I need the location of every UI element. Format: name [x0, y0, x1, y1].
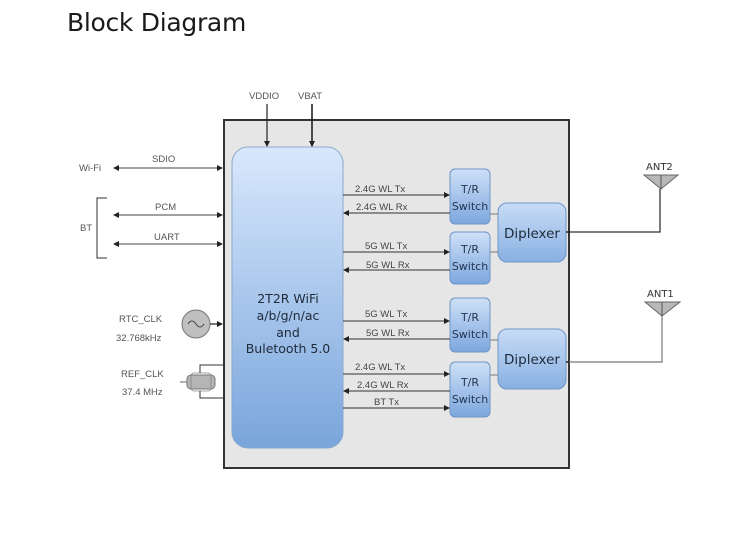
svg-text:Switch: Switch: [452, 328, 488, 341]
sig-2g-tx-2-label: 2.4G WL Tx: [355, 362, 405, 373]
ant1-label: ANT1: [647, 289, 674, 300]
sig-bt-tx-label: BT Tx: [374, 397, 399, 408]
bt-label: BT: [80, 223, 92, 234]
svg-text:Switch: Switch: [452, 260, 488, 273]
vbat-label: VBAT: [298, 91, 322, 102]
bt-bracket: [96, 197, 107, 259]
vddio-label: VDDIO: [249, 91, 279, 102]
ant1-feed: [569, 315, 663, 363]
svg-text:Switch: Switch: [452, 200, 488, 213]
oscillator-icon: [181, 309, 211, 339]
ref-clk-wire: [199, 364, 224, 399]
ant2-feed: [569, 189, 661, 233]
wifi-label: Wi-Fi: [79, 163, 101, 174]
svg-text:Diplexer: Diplexer: [504, 352, 560, 368]
diplexer-1: Diplexer: [497, 202, 567, 263]
tr-switch-1: T/R Switch: [449, 168, 491, 225]
diplexer-2: Diplexer: [497, 328, 567, 390]
sig-5g-rx-1-label: 5G WL Rx: [366, 260, 410, 271]
chip-label-line2: a/b/g/n/ac: [257, 308, 320, 323]
ant1-antenna-icon: [643, 301, 682, 317]
rtc-clk-name: RTC_CLK: [119, 314, 163, 325]
chip-label-line4: Buletooth 5.0: [246, 341, 331, 356]
svg-text:T/R: T/R: [460, 376, 479, 389]
svg-text:T/R: T/R: [460, 243, 479, 256]
svg-text:T/R: T/R: [460, 183, 479, 196]
tr-switch-3: T/R Switch: [449, 297, 491, 353]
pcm-label: PCM: [155, 202, 176, 213]
svg-text:T/R: T/R: [460, 311, 479, 324]
crystal-icon: [180, 372, 216, 392]
ref-clk-freq: 37.4 MHz: [122, 387, 163, 398]
sig-2g-rx-2-label: 2.4G WL Rx: [357, 380, 409, 391]
svg-text:Switch: Switch: [452, 393, 488, 406]
ant2-antenna-icon: [642, 174, 680, 190]
tr-switch-4: T/R Switch: [449, 361, 491, 418]
rtc-clk-freq: 32.768kHz: [116, 333, 162, 344]
page-title: Block Diagram: [67, 8, 246, 37]
tr-switch-2: T/R Switch: [449, 231, 491, 285]
sig-2g-rx-1-label: 2.4G WL Rx: [356, 202, 408, 213]
sig-5g-tx-1-label: 5G WL Tx: [365, 241, 407, 252]
wifi-bt-chip: [231, 146, 344, 449]
uart-label: UART: [154, 232, 180, 243]
svg-text:Diplexer: Diplexer: [504, 226, 560, 242]
sig-2g-tx-1-label: 2.4G WL Tx: [355, 184, 405, 195]
ant2-label: ANT2: [646, 162, 673, 173]
ref-clk-name: REF_CLK: [121, 369, 164, 380]
chip-label-line1: 2T2R WiFi: [257, 291, 319, 306]
sig-5g-tx-2-label: 5G WL Tx: [365, 309, 407, 320]
sig-5g-rx-2-label: 5G WL Rx: [366, 328, 410, 339]
chip-label-line3: and: [276, 325, 300, 340]
sdio-label: SDIO: [152, 154, 175, 165]
